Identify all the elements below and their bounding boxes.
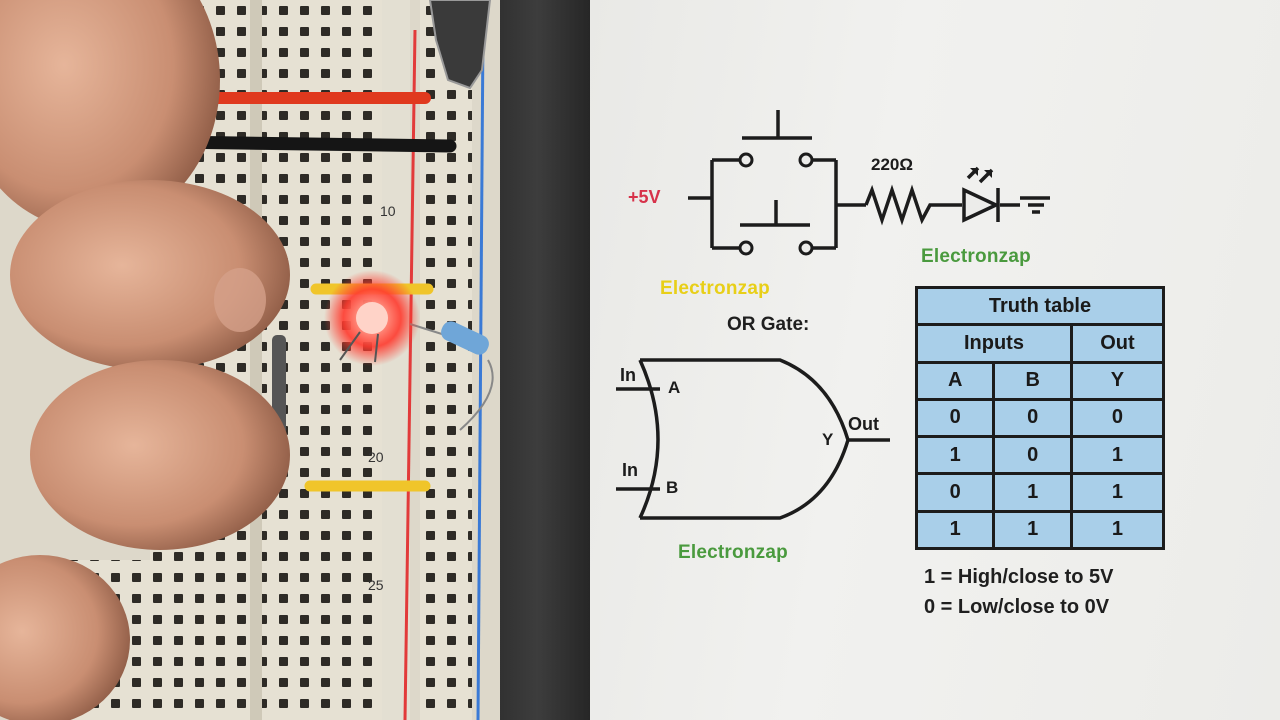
column-header-b: B <box>992 360 1073 401</box>
or-gate-symbol <box>616 358 890 520</box>
brand-label-top-green: Electronzap <box>921 246 1031 267</box>
table-cell: 0 <box>992 435 1073 476</box>
input-b-pin-label: B <box>666 478 679 497</box>
output-label: Out <box>848 414 879 434</box>
input-b-in-label: In <box>622 460 638 480</box>
row-number-20: 20 <box>368 449 384 465</box>
table-cell: 0 <box>992 397 1073 439</box>
out-header: Out <box>1069 323 1166 364</box>
push-button <box>272 335 286 435</box>
table-cell: 0 <box>1069 397 1166 439</box>
resistor-value-label: 220Ω <box>871 155 913 174</box>
table-cell: 1 <box>1069 435 1166 476</box>
fingernail <box>214 268 266 332</box>
output-pin-label: Y <box>822 430 834 449</box>
table-cell: 1 <box>1069 509 1166 551</box>
table-cell: 1 <box>992 472 1073 513</box>
blue-rail-line <box>476 29 485 720</box>
resistor-symbol <box>864 184 962 226</box>
input-a-pin-label: A <box>668 378 681 397</box>
row-number-25: 25 <box>368 577 384 593</box>
table-row: 0 0 0 <box>914 397 1166 439</box>
input-a-in-label: In <box>620 365 636 385</box>
truth-table: Truth table Inputs Out A B Y 0 0 0 1 0 1… <box>914 285 1166 551</box>
logic-level-notes: 1 = High/close to 5V 0 = Low/close to 0V <box>924 562 1114 622</box>
resistor <box>441 321 489 355</box>
table-cell: 0 <box>914 472 996 513</box>
table-cell: 1 <box>992 509 1073 551</box>
column-header-y: Y <box>1069 360 1166 401</box>
brand-label-yellow: Electronzap <box>660 278 770 299</box>
table-row: 0 1 1 <box>914 472 1166 513</box>
red-led <box>356 302 388 334</box>
high-level-note: 1 = High/close to 5V <box>924 566 1114 588</box>
table-cell: 0 <box>914 397 996 439</box>
table-row: 1 1 1 <box>914 509 1166 551</box>
hand-upper <box>0 0 220 230</box>
finger-index <box>10 180 290 370</box>
table-cell: 1 <box>914 509 996 551</box>
power-rail <box>420 0 472 720</box>
thumb <box>30 360 290 550</box>
low-level-note: 0 = Low/close to 0V <box>924 596 1110 618</box>
inputs-header: Inputs <box>915 323 1073 364</box>
truth-table-title: Truth table <box>915 285 1165 327</box>
alligator-clip <box>428 0 492 90</box>
supply-label: +5V <box>628 187 661 207</box>
brand-label-bottom-green: Electronzap <box>678 542 788 563</box>
led-symbol <box>962 187 1001 223</box>
column-header-a: A <box>914 360 996 401</box>
hand-lower <box>0 555 130 720</box>
black-wire <box>163 135 457 153</box>
table-row: 1 0 1 <box>914 435 1166 476</box>
table-cell: 1 <box>1069 472 1166 513</box>
or-gate-title: OR Gate: <box>727 314 810 335</box>
table-cell: 1 <box>914 435 996 476</box>
row-number-10: 10 <box>380 203 396 219</box>
